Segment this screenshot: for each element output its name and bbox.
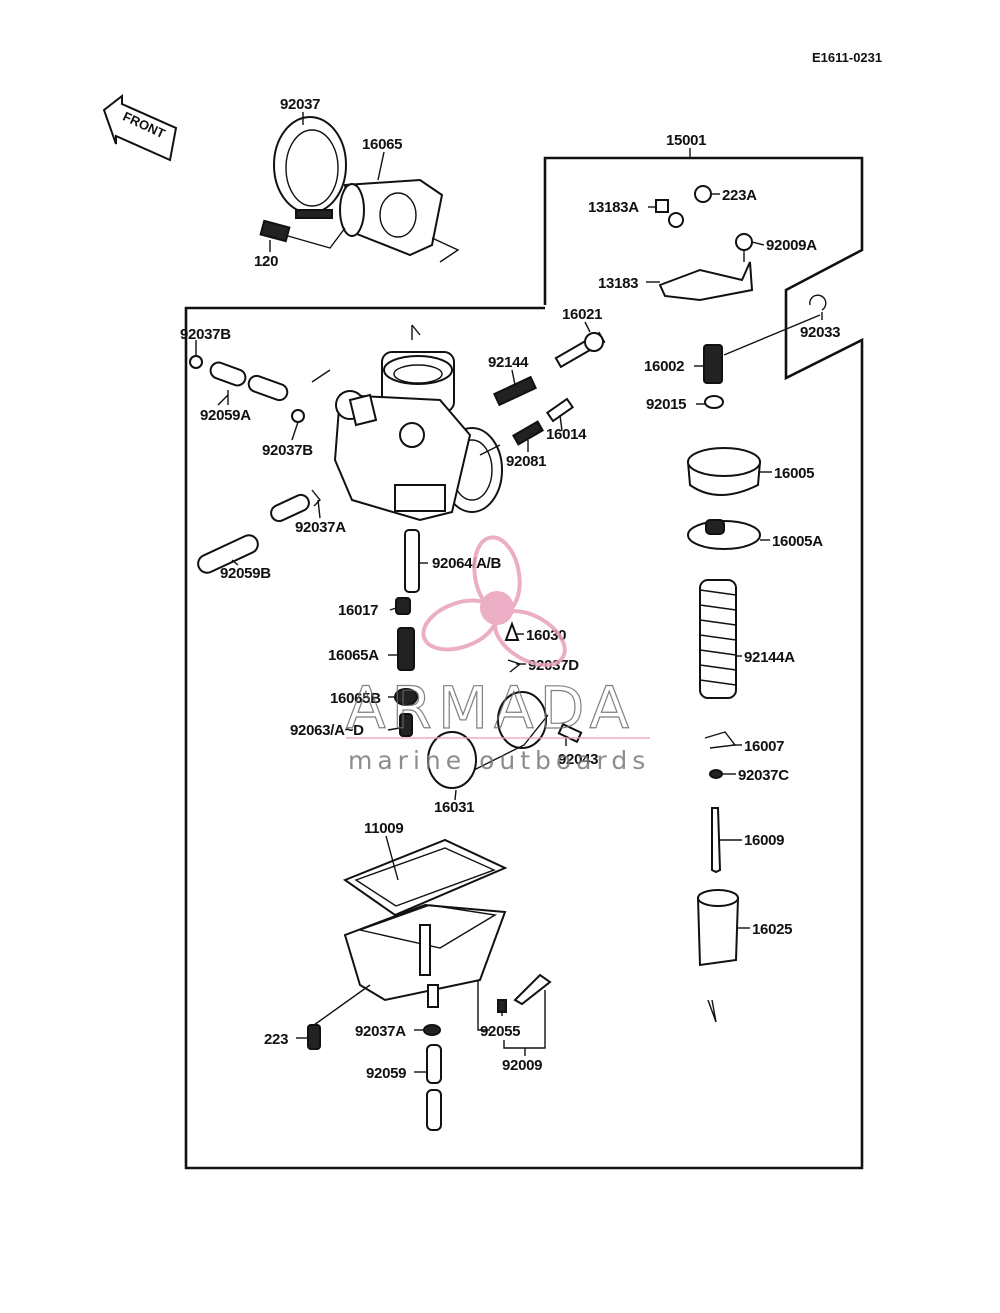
part-label: 92037B xyxy=(180,326,231,343)
part-label: 92059A xyxy=(200,407,251,424)
part-label: 16021 xyxy=(562,306,602,323)
part-label: 11009 xyxy=(364,820,403,837)
part-label: 223A xyxy=(722,187,757,204)
part-label: 16007 xyxy=(744,738,784,755)
adjust-screws xyxy=(493,331,606,446)
part-label: 16065B xyxy=(330,690,381,707)
part-label: 223 xyxy=(264,1031,288,1048)
part-label: 92081 xyxy=(506,453,546,470)
part-label: 92043 xyxy=(558,751,598,768)
leader-lines xyxy=(195,112,823,1073)
part-label: 92144A xyxy=(744,649,795,666)
part-label: 120 xyxy=(254,253,278,270)
part-label: 92059 xyxy=(366,1065,406,1082)
part-label: 92037B xyxy=(262,442,313,459)
part-label: 92015 xyxy=(646,396,686,413)
bottom-small-parts xyxy=(307,973,552,1131)
assembly-boundary xyxy=(184,148,864,1170)
propeller-logo-icon xyxy=(421,535,567,667)
part-label: 13183 xyxy=(598,275,638,292)
part-label: 13183A xyxy=(588,199,639,216)
throttle-bracket xyxy=(655,185,827,356)
part-label: 92037A xyxy=(295,519,346,536)
carburetor-body xyxy=(311,324,503,522)
part-label: 92144 xyxy=(488,354,529,371)
part-label: 92037 xyxy=(280,96,320,113)
jets-and-floats xyxy=(394,529,583,789)
watermark: ARMADA marine outboards xyxy=(345,535,650,775)
intake-parts xyxy=(259,116,460,263)
part-label: 16005A xyxy=(772,533,823,550)
part-label: 16005 xyxy=(774,465,814,482)
part-label: 92055 xyxy=(480,1023,520,1040)
part-label: 16017 xyxy=(338,602,378,619)
right-column-parts xyxy=(686,344,762,1023)
part-label: 92059B xyxy=(220,565,271,582)
diagram-code: E1611-0231 xyxy=(812,50,882,65)
part-label: 16014 xyxy=(546,426,587,443)
part-label: 92064/A/B xyxy=(432,555,501,572)
part-label: 92063/A~D xyxy=(290,722,364,739)
part-label: 15001 xyxy=(666,132,706,149)
part-labels: 92037 16065 120 15001 13183A 223A 92009A… xyxy=(180,96,841,1082)
front-arrow-icon: FRONT xyxy=(102,93,178,162)
part-label: 16065 xyxy=(362,136,402,153)
float-bowl xyxy=(342,838,508,1008)
part-label: 92033 xyxy=(800,324,840,341)
part-label: 92009 xyxy=(502,1057,542,1074)
part-label: 16002 xyxy=(644,358,684,375)
part-label: 16065A xyxy=(328,647,379,664)
part-label: 16009 xyxy=(744,832,784,849)
spring-icon xyxy=(699,579,737,699)
watermark-tagline: marine outboards xyxy=(348,746,650,775)
left-hoses xyxy=(189,355,321,574)
part-label: 92009A xyxy=(766,237,817,254)
part-label: 92037A xyxy=(355,1023,406,1040)
part-label: 92037C xyxy=(738,767,789,784)
part-label: 16031 xyxy=(434,799,474,816)
part-label: 16025 xyxy=(752,921,792,938)
watermark-brand: ARMADA xyxy=(346,674,635,742)
